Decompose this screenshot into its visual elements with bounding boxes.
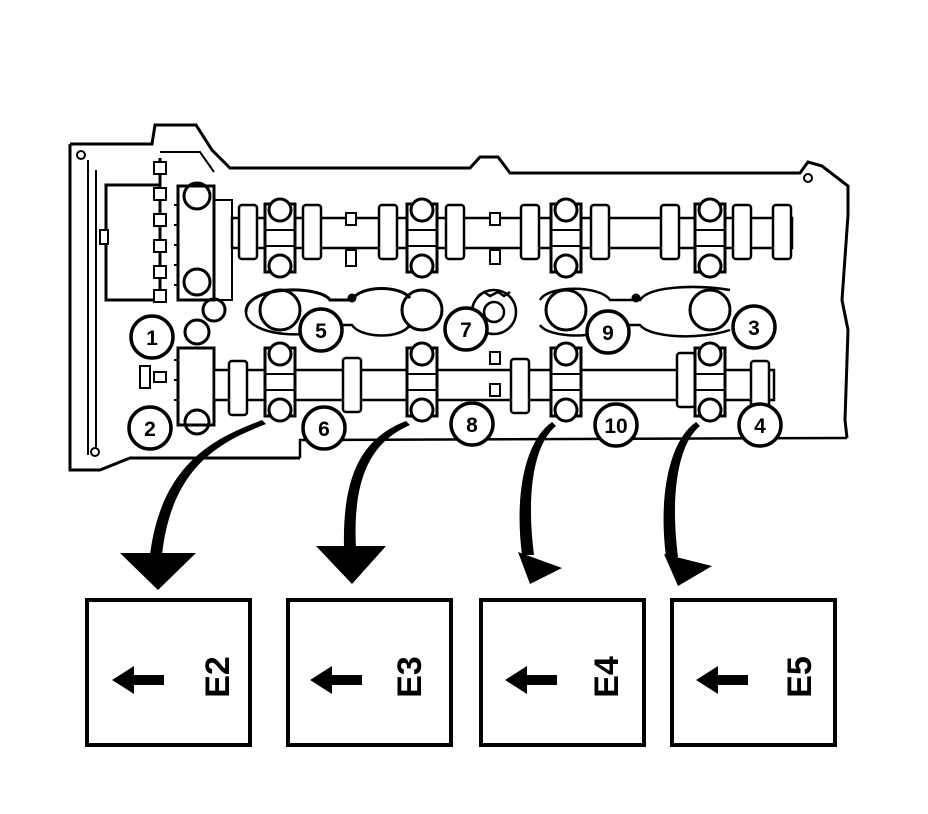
svg-text:E5: E5 — [781, 656, 819, 698]
arrow-to-cap-e2 — [120, 420, 266, 590]
arrow-left-icon — [310, 666, 362, 694]
svg-text:6: 6 — [318, 418, 330, 441]
callout-6: 6 — [301, 405, 347, 451]
svg-text:E2: E2 — [199, 656, 237, 698]
callout-1: 1 — [129, 314, 175, 360]
svg-text:2: 2 — [144, 418, 156, 441]
svg-text:E4: E4 — [588, 656, 626, 698]
svg-text:3: 3 — [748, 317, 760, 340]
lower-camshaft — [212, 351, 776, 417]
arrow-to-cap-e5 — [663, 422, 712, 586]
svg-text:5: 5 — [315, 320, 327, 343]
callout-2: 2 — [127, 405, 173, 451]
cap-e2: E2 — [85, 598, 252, 747]
svg-text:7: 7 — [460, 319, 472, 342]
callout-10: 10 — [593, 402, 639, 448]
svg-text:1: 1 — [146, 327, 158, 350]
callout-8: 8 — [449, 401, 495, 447]
timing-chain-area — [99, 158, 233, 436]
cylinder-head — [68, 123, 850, 472]
arrow-to-cap-e3 — [316, 421, 410, 584]
callouts: 1 2 3 4 5 6 7 8 9 10 — [127, 304, 783, 451]
cap-e3: E3 — [286, 598, 453, 747]
arrow-left-icon — [112, 666, 164, 694]
callout-4: 4 — [737, 402, 783, 448]
callout-7: 7 — [443, 306, 489, 352]
callout-9: 9 — [585, 309, 631, 355]
svg-text:9: 9 — [602, 322, 614, 345]
svg-text:8: 8 — [466, 414, 478, 437]
cap-e4: E4 — [479, 598, 646, 747]
svg-text:E3: E3 — [391, 656, 429, 698]
cap-id-boxes: E2 E3 E4 E5 — [85, 598, 837, 747]
callout-3: 3 — [731, 304, 777, 350]
svg-text:4: 4 — [754, 415, 766, 438]
arrow-left-icon — [696, 666, 748, 694]
arrow-to-cap-e4 — [518, 422, 562, 584]
arrow-left-icon — [505, 666, 557, 694]
pointer-arrows — [120, 420, 712, 590]
svg-text:10: 10 — [604, 415, 627, 438]
callout-5: 5 — [298, 307, 344, 353]
cap-e5: E5 — [670, 598, 837, 747]
